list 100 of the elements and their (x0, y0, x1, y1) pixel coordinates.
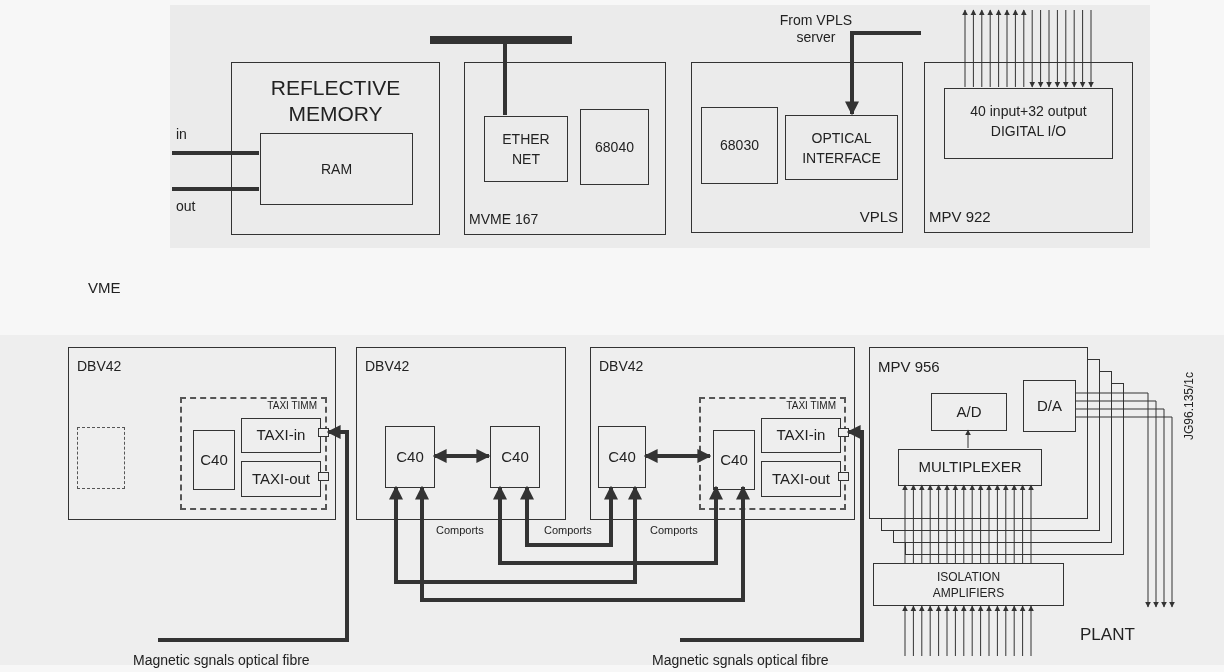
box-label: C40 (608, 446, 636, 467)
chip-box (484, 116, 568, 182)
arrow (969, 605, 976, 657)
connector-line (172, 151, 259, 155)
box-label: OPTICAL INTERFACE (801, 128, 882, 168)
arrow (995, 9, 1002, 88)
arrow (415, 485, 750, 602)
box-label: TAXI-out (251, 468, 311, 489)
box-label: TAXI-in (776, 425, 826, 446)
arrow (918, 484, 925, 564)
box-label: C40 (200, 449, 228, 470)
box-label: C40 (720, 449, 748, 470)
box-label: VPLS (859, 206, 898, 227)
arrow (994, 484, 1001, 564)
arrow (643, 449, 712, 463)
arrow (952, 484, 959, 564)
board-box (590, 347, 855, 520)
arrow (1019, 605, 1026, 657)
arrow (918, 605, 925, 657)
chip-box (580, 109, 649, 185)
arrow (902, 484, 908, 564)
connector-line (172, 187, 259, 191)
processor-box (713, 430, 755, 490)
box-label: D/A (1037, 395, 1062, 416)
arrow (1079, 9, 1086, 88)
arrow (432, 449, 491, 463)
arrow (977, 484, 984, 564)
arrow (935, 605, 942, 657)
arrow (1002, 605, 1009, 657)
processor-box (385, 426, 435, 488)
arrow (1020, 9, 1027, 88)
text-label: JG96.135/1c (1181, 372, 1197, 441)
converter-box (1023, 380, 1076, 432)
arrow (944, 605, 950, 657)
box-label: MPV 956 (878, 357, 940, 377)
arrow (960, 484, 967, 564)
arrow (977, 605, 984, 657)
amplifier-box (873, 563, 1064, 606)
box-label: REFLECTIVE MEMORY (269, 75, 402, 127)
arrow (1062, 9, 1069, 88)
board-box (464, 62, 666, 235)
board-box (231, 62, 440, 235)
multiplexer-box (898, 449, 1042, 486)
box-label: 68030 (720, 136, 759, 155)
box-label: TAXI TIMM (786, 399, 836, 413)
box-label: RAM (320, 159, 353, 179)
arrow (927, 484, 934, 564)
arrow (910, 605, 917, 657)
text-label: Comports (650, 523, 698, 538)
port-box (761, 418, 841, 453)
arrow (845, 31, 921, 116)
box-label: C40 (501, 446, 529, 467)
board-box (68, 347, 336, 520)
box-label: 68040 (595, 137, 634, 157)
arrow (962, 9, 968, 88)
box-label: DBV42 (599, 357, 644, 376)
box-label: ISOLATION AMPLIFIERS (931, 568, 1006, 601)
port-box (761, 461, 841, 497)
box-label: A/D (956, 401, 982, 422)
arrow (935, 484, 942, 564)
box-label: 40 input+32 output DIGITAL I/O (969, 102, 1088, 141)
arrow (1011, 484, 1018, 564)
box-label: TAXI TIMM (267, 399, 317, 413)
text-label: Comports (544, 523, 592, 538)
arrow (1011, 605, 1018, 657)
processor-box (598, 426, 646, 488)
arrow (944, 484, 950, 564)
text-label: VME (88, 278, 121, 298)
arrow (1028, 605, 1034, 657)
text-label: Magnetic sgnals optical fibre (133, 651, 310, 670)
arrow (158, 425, 349, 642)
arrow (680, 425, 864, 642)
box-label: TAXI-out (771, 468, 831, 489)
arrow (1046, 9, 1052, 88)
box-label: TAXI-in (256, 425, 306, 446)
arrow (960, 605, 967, 657)
port-box (241, 418, 321, 453)
box-label: ETHER NET (501, 130, 551, 169)
arrow (952, 605, 959, 657)
interface-box (785, 115, 898, 180)
chip-box (701, 107, 778, 184)
arrow (902, 605, 908, 657)
arrow (969, 484, 976, 564)
arrow (927, 605, 934, 657)
arrow (1071, 9, 1078, 88)
arrow (970, 9, 977, 88)
arrow (520, 485, 618, 547)
box-label: MULTIPLEXER (918, 457, 1022, 478)
box-label: DBV42 (77, 357, 122, 376)
arrow (1088, 9, 1094, 88)
arrow (1054, 9, 1061, 88)
arrow (986, 605, 992, 657)
arrow (1037, 9, 1044, 88)
connector-line (503, 44, 507, 115)
box-label: DBV42 (365, 357, 410, 376)
board-box (356, 347, 566, 520)
board-box (691, 62, 903, 233)
processor-box (490, 426, 540, 488)
arrow (1012, 9, 1019, 88)
text-label: out (176, 197, 196, 216)
